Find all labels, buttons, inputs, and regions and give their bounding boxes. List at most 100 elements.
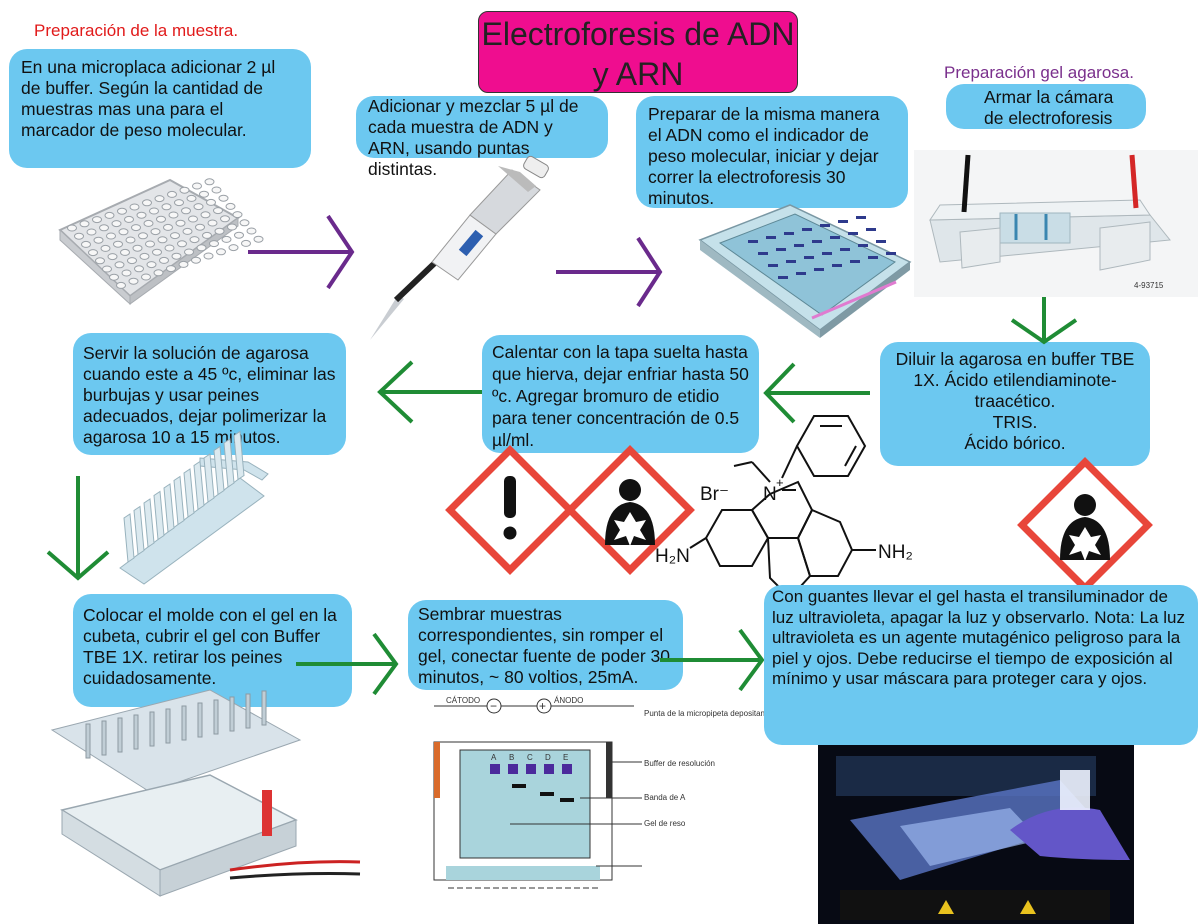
purple-arrow-1 <box>248 214 355 290</box>
gel-band <box>886 252 896 255</box>
gel-band <box>784 232 794 235</box>
microplate-well <box>192 182 202 190</box>
microplate-well <box>104 211 115 219</box>
step-4-box: Armar la cámara de electroforesis <box>946 84 1146 129</box>
step-7-text: Servir la solución de agarosa cuando est… <box>83 343 336 447</box>
green-arrow-right-1 <box>296 632 399 696</box>
microplate-well <box>200 211 211 219</box>
anode-label: ÁNODO <box>554 696 583 705</box>
microplate-well <box>218 194 229 202</box>
gel-casting-cube-image <box>50 689 361 897</box>
microplate-well <box>177 240 187 248</box>
gel-band <box>822 252 832 255</box>
microplate-well <box>120 248 130 256</box>
microplate-well <box>166 265 176 273</box>
gel-band <box>866 228 876 231</box>
step-5-line-5: Ácido bórico. <box>964 433 1066 453</box>
gel-band <box>786 260 796 263</box>
microplate-well <box>99 224 109 232</box>
microplate-well <box>214 227 225 235</box>
step-7-box: Servir la solución de agarosa cuando est… <box>73 333 346 455</box>
gel-band <box>876 240 886 243</box>
step-1-box: En una microplaca adicionar 2 µl de buff… <box>9 49 311 168</box>
casting-comb-tooth <box>213 699 219 735</box>
microplate-well <box>232 211 243 219</box>
microplate-well <box>142 199 152 207</box>
well-label: B <box>509 753 514 762</box>
nitrogen-label: N <box>763 484 777 505</box>
microplate-well <box>206 198 216 206</box>
gel-band <box>758 252 768 255</box>
microplate-well <box>134 265 144 273</box>
microplate-well <box>186 194 197 202</box>
microplate-well <box>159 256 169 264</box>
step-6-text: Calentar con la tapa suelta hasta que hi… <box>492 342 749 450</box>
microplate-well <box>227 223 237 231</box>
step-9-box: Sembrar muestras correspondientes, sin r… <box>408 600 683 690</box>
diagram-title: Electroforesis de ADN y ARN <box>478 11 798 93</box>
micropipette-image <box>370 155 549 340</box>
gel-band <box>794 244 804 247</box>
microplate-well <box>207 219 218 227</box>
gel-well <box>544 764 554 774</box>
gel-band <box>830 236 840 239</box>
gel-band <box>850 260 860 263</box>
comb-tooth <box>143 498 155 548</box>
gel-band <box>840 248 850 251</box>
microplate-well <box>117 207 127 215</box>
buffer-label: Buffer de resolución <box>644 759 715 768</box>
positive-charge-label: + <box>776 475 784 490</box>
step-8-box: Colocar el molde con el gel en la cubeta… <box>73 594 352 707</box>
microplate-well <box>95 257 105 265</box>
microplate-well <box>125 236 136 244</box>
microplate-well <box>150 228 161 236</box>
casting-comb-tooth <box>197 702 203 738</box>
microplate-well <box>203 252 214 260</box>
microplate-well <box>136 211 147 219</box>
hazard-exclamation-icon <box>445 445 575 575</box>
gel-band <box>812 240 822 243</box>
comb-tooth <box>203 453 215 503</box>
microplate-well <box>209 240 219 248</box>
comb-tooth <box>133 505 145 556</box>
well-label: E <box>563 753 568 762</box>
step-4-text: Armar la cámara de electroforesis <box>984 87 1114 128</box>
hazard-health-icon-2 <box>1017 457 1153 593</box>
microplate-well <box>189 236 200 244</box>
comb-tooth <box>153 490 165 541</box>
microplate-well <box>170 232 180 240</box>
comb-tooth <box>163 483 175 533</box>
microplate-well <box>88 249 98 257</box>
microplate-well <box>228 244 239 252</box>
microplate-well <box>127 257 137 265</box>
cathode-label: CÁTODO <box>446 696 480 705</box>
green-arrow-down-left <box>46 476 110 581</box>
microplate-well <box>181 207 191 215</box>
well-label: C <box>527 753 533 762</box>
gel-band <box>766 236 776 239</box>
comb-tooth <box>233 430 245 481</box>
microplate-well <box>118 228 129 236</box>
microplate-well <box>178 260 189 268</box>
microplate-well <box>253 235 264 243</box>
microplate-well <box>146 261 157 269</box>
gel-well <box>508 764 518 774</box>
gel-well <box>562 764 572 774</box>
gel-well <box>490 764 500 774</box>
microplate-well <box>163 223 173 231</box>
microplate-well <box>79 220 90 228</box>
microplate-well <box>188 215 198 223</box>
microplate-well <box>204 178 215 186</box>
plus-sign: + <box>539 699 546 713</box>
microplate-well <box>156 215 166 223</box>
purple-arrow-2 <box>556 236 663 308</box>
microplate-well <box>175 219 186 227</box>
gel-band <box>778 276 788 279</box>
microplate-well <box>93 236 104 244</box>
microplate-well <box>131 224 141 232</box>
gel-label: Gel de reso <box>644 819 686 828</box>
microplate-well <box>182 227 193 235</box>
step-10-box: Con guantes llevar el gel hasta el trans… <box>764 585 1198 745</box>
microplate-well <box>153 269 164 277</box>
